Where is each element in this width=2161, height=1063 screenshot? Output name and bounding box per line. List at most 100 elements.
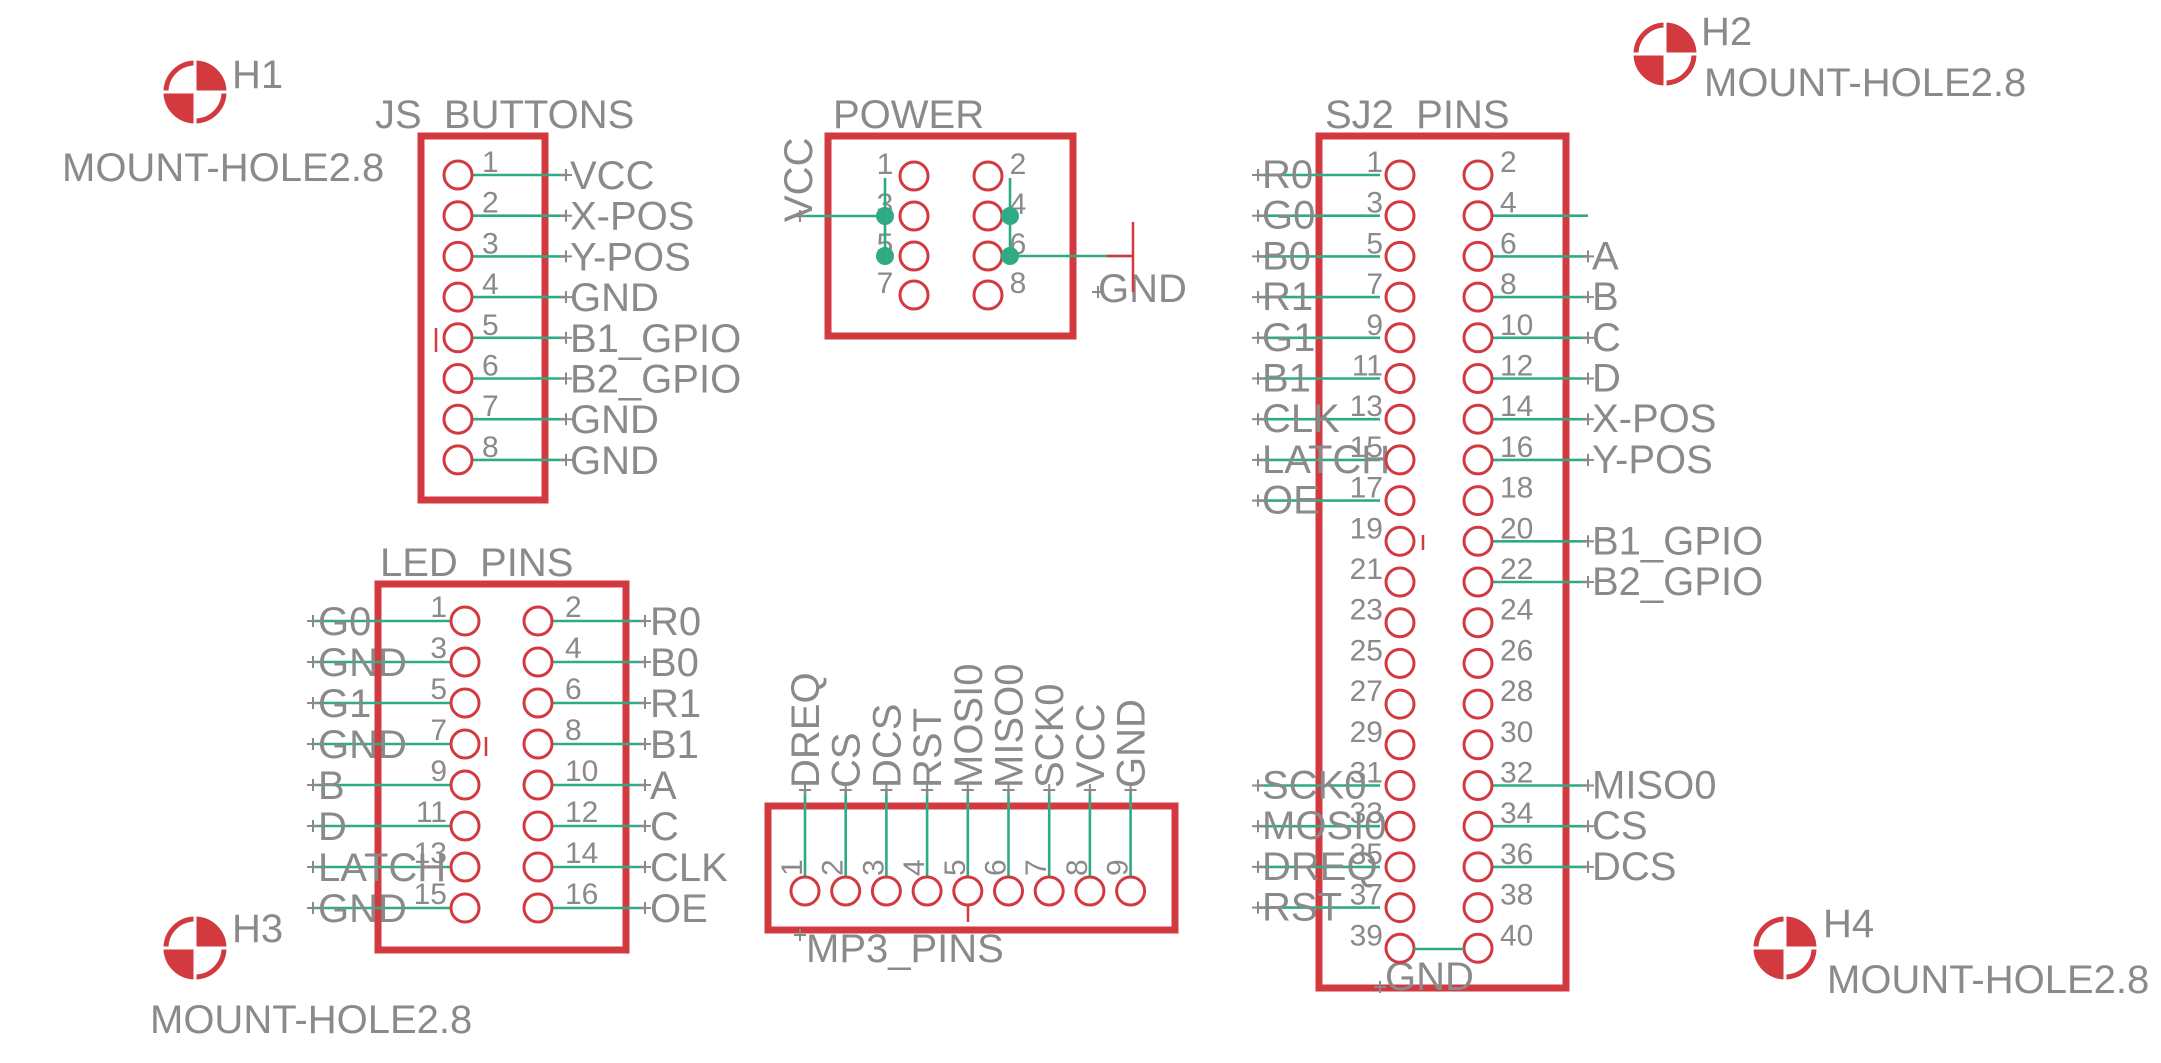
sj2-pin-28[interactable]: 28	[1462, 675, 1533, 720]
led-pin-6[interactable]: R16	[522, 673, 701, 726]
pin-pad	[442, 240, 474, 272]
led-pin-8[interactable]: B18	[522, 714, 699, 767]
led-pin-2[interactable]: R02	[522, 591, 701, 644]
sj2-pin-27[interactable]: 27	[1350, 675, 1416, 720]
sj2-pin-21[interactable]: 21	[1350, 553, 1416, 598]
mp3-pins-header[interactable]: MP3_PINS 1DREQ2CS3DCS4RST5MOSI06MISO07SC…	[764, 664, 1179, 971]
sj2-pin-19[interactable]: 19	[1350, 512, 1416, 557]
sj2-pin-26[interactable]: 26	[1462, 634, 1533, 679]
sj2-pin-38[interactable]: 38	[1462, 879, 1533, 924]
sj2-pin-29[interactable]: 29	[1350, 716, 1416, 761]
sj2-pin-24[interactable]: 24	[1462, 594, 1533, 639]
led-pin-10[interactable]: A10	[522, 755, 677, 808]
power-pin-6[interactable]: 6	[972, 228, 1026, 272]
sj2-pin-6[interactable]: A6	[1462, 227, 1619, 278]
sj2-pin-25[interactable]: 25	[1350, 634, 1416, 679]
sj2-pin-12[interactable]: D12	[1462, 350, 1621, 401]
power-pin-7[interactable]: 7	[877, 267, 930, 311]
mount-hole-h1[interactable]: H1 MOUNT-HOLE2.8	[62, 53, 384, 190]
sj2-pin-2[interactable]: 2	[1462, 146, 1517, 191]
pin-number: 39	[1350, 919, 1383, 952]
part-outline	[764, 802, 1179, 934]
sj2-pin-10[interactable]: C10	[1462, 309, 1621, 360]
sj2-pin-8[interactable]: B8	[1462, 268, 1619, 319]
mp3-pin-2[interactable]: 2CS	[817, 732, 869, 907]
power-pin-1[interactable]: 1	[877, 148, 930, 192]
pin-pad	[449, 646, 481, 678]
sj2-pin-18[interactable]: 18	[1462, 472, 1533, 517]
power-pin-8[interactable]: 8	[972, 267, 1026, 311]
pin-number: 9	[1102, 859, 1135, 876]
pin-pad	[972, 240, 1004, 272]
net-label: OE	[650, 887, 708, 931]
sj2-pin-4[interactable]: 4	[1462, 187, 1588, 232]
power-pin-2[interactable]: 2	[972, 148, 1026, 192]
mount-hole-h3[interactable]: H3 MOUNT-HOLE2.8	[150, 907, 472, 1042]
net-label: MOSI0	[947, 664, 991, 788]
sj2-pin-23[interactable]: 23	[1350, 594, 1416, 639]
pin-pad	[898, 279, 930, 311]
led-pin-12[interactable]: C12	[522, 796, 679, 849]
power-pin-4[interactable]: 4	[972, 188, 1026, 232]
led-pin-4[interactable]: B04	[522, 632, 699, 685]
mount-hole-h2[interactable]: H2 MOUNT-HOLE2.8	[1632, 10, 2026, 105]
mp3-pin-9[interactable]: 9 GND	[1102, 699, 1154, 907]
sj2-pin-39[interactable]: 39	[1350, 919, 1416, 964]
pin-number: 26	[1500, 634, 1533, 667]
net-label: RST	[906, 708, 950, 788]
sj2-pin-40[interactable]: 40	[1462, 919, 1533, 964]
mount-hole-h4[interactable]: H4 MOUNT-HOLE2.8	[1752, 902, 2149, 1002]
sj2-pin-30[interactable]: 30	[1462, 716, 1533, 761]
net-label: GND	[1110, 699, 1154, 788]
